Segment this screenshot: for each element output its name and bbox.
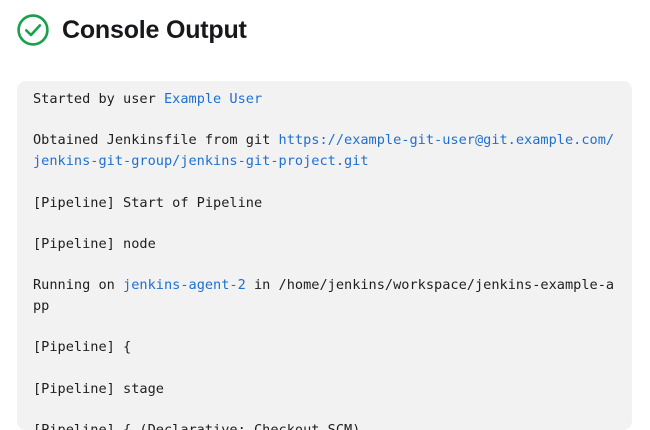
console-line: [Pipeline] Start of Pipeline [33,193,616,214]
console-text: Started by user [33,91,164,107]
console-line: [Pipeline] { (Declarative: Checkout SCM) [33,420,616,430]
console-text: [Pipeline] { [33,339,132,356]
console-line: Running on jenkins-agent-2 in /home/jenk… [33,275,616,316]
console-line: Started by user Example User [33,89,616,110]
console-output-panel[interactable]: Started by user Example User Obtained Je… [17,81,632,430]
console-line: [Pipeline] { [33,337,616,358]
console-log: Started by user Example User Obtained Je… [33,89,616,430]
check-circle-icon [16,13,50,47]
page-header: Console Output [0,0,650,47]
console-text: in /home/jenkins/workspace/jenkins-examp… [33,277,615,315]
console-text: Running on [33,277,124,294]
console-link[interactable]: Example User [163,91,263,107]
console-text: [Pipeline] node [33,235,156,252]
console-line: [Pipeline] stage [33,379,616,400]
console-line: Obtained Jenkinsfile from git https://ex… [33,130,616,171]
console-text: [Pipeline] { (Declarative: Checkout SCM) [33,422,360,430]
console-text: [Pipeline] Start of Pipeline [33,194,263,211]
console-link[interactable]: jenkins-agent-2 [123,277,246,294]
page-title: Console Output [62,16,247,44]
console-line: [Pipeline] node [33,234,616,255]
console-text: Obtained Jenkinsfile from git [33,132,279,149]
console-link[interactable]: https://example-git-user@git.example.com… [33,132,615,170]
console-text: [Pipeline] stage [33,380,164,397]
